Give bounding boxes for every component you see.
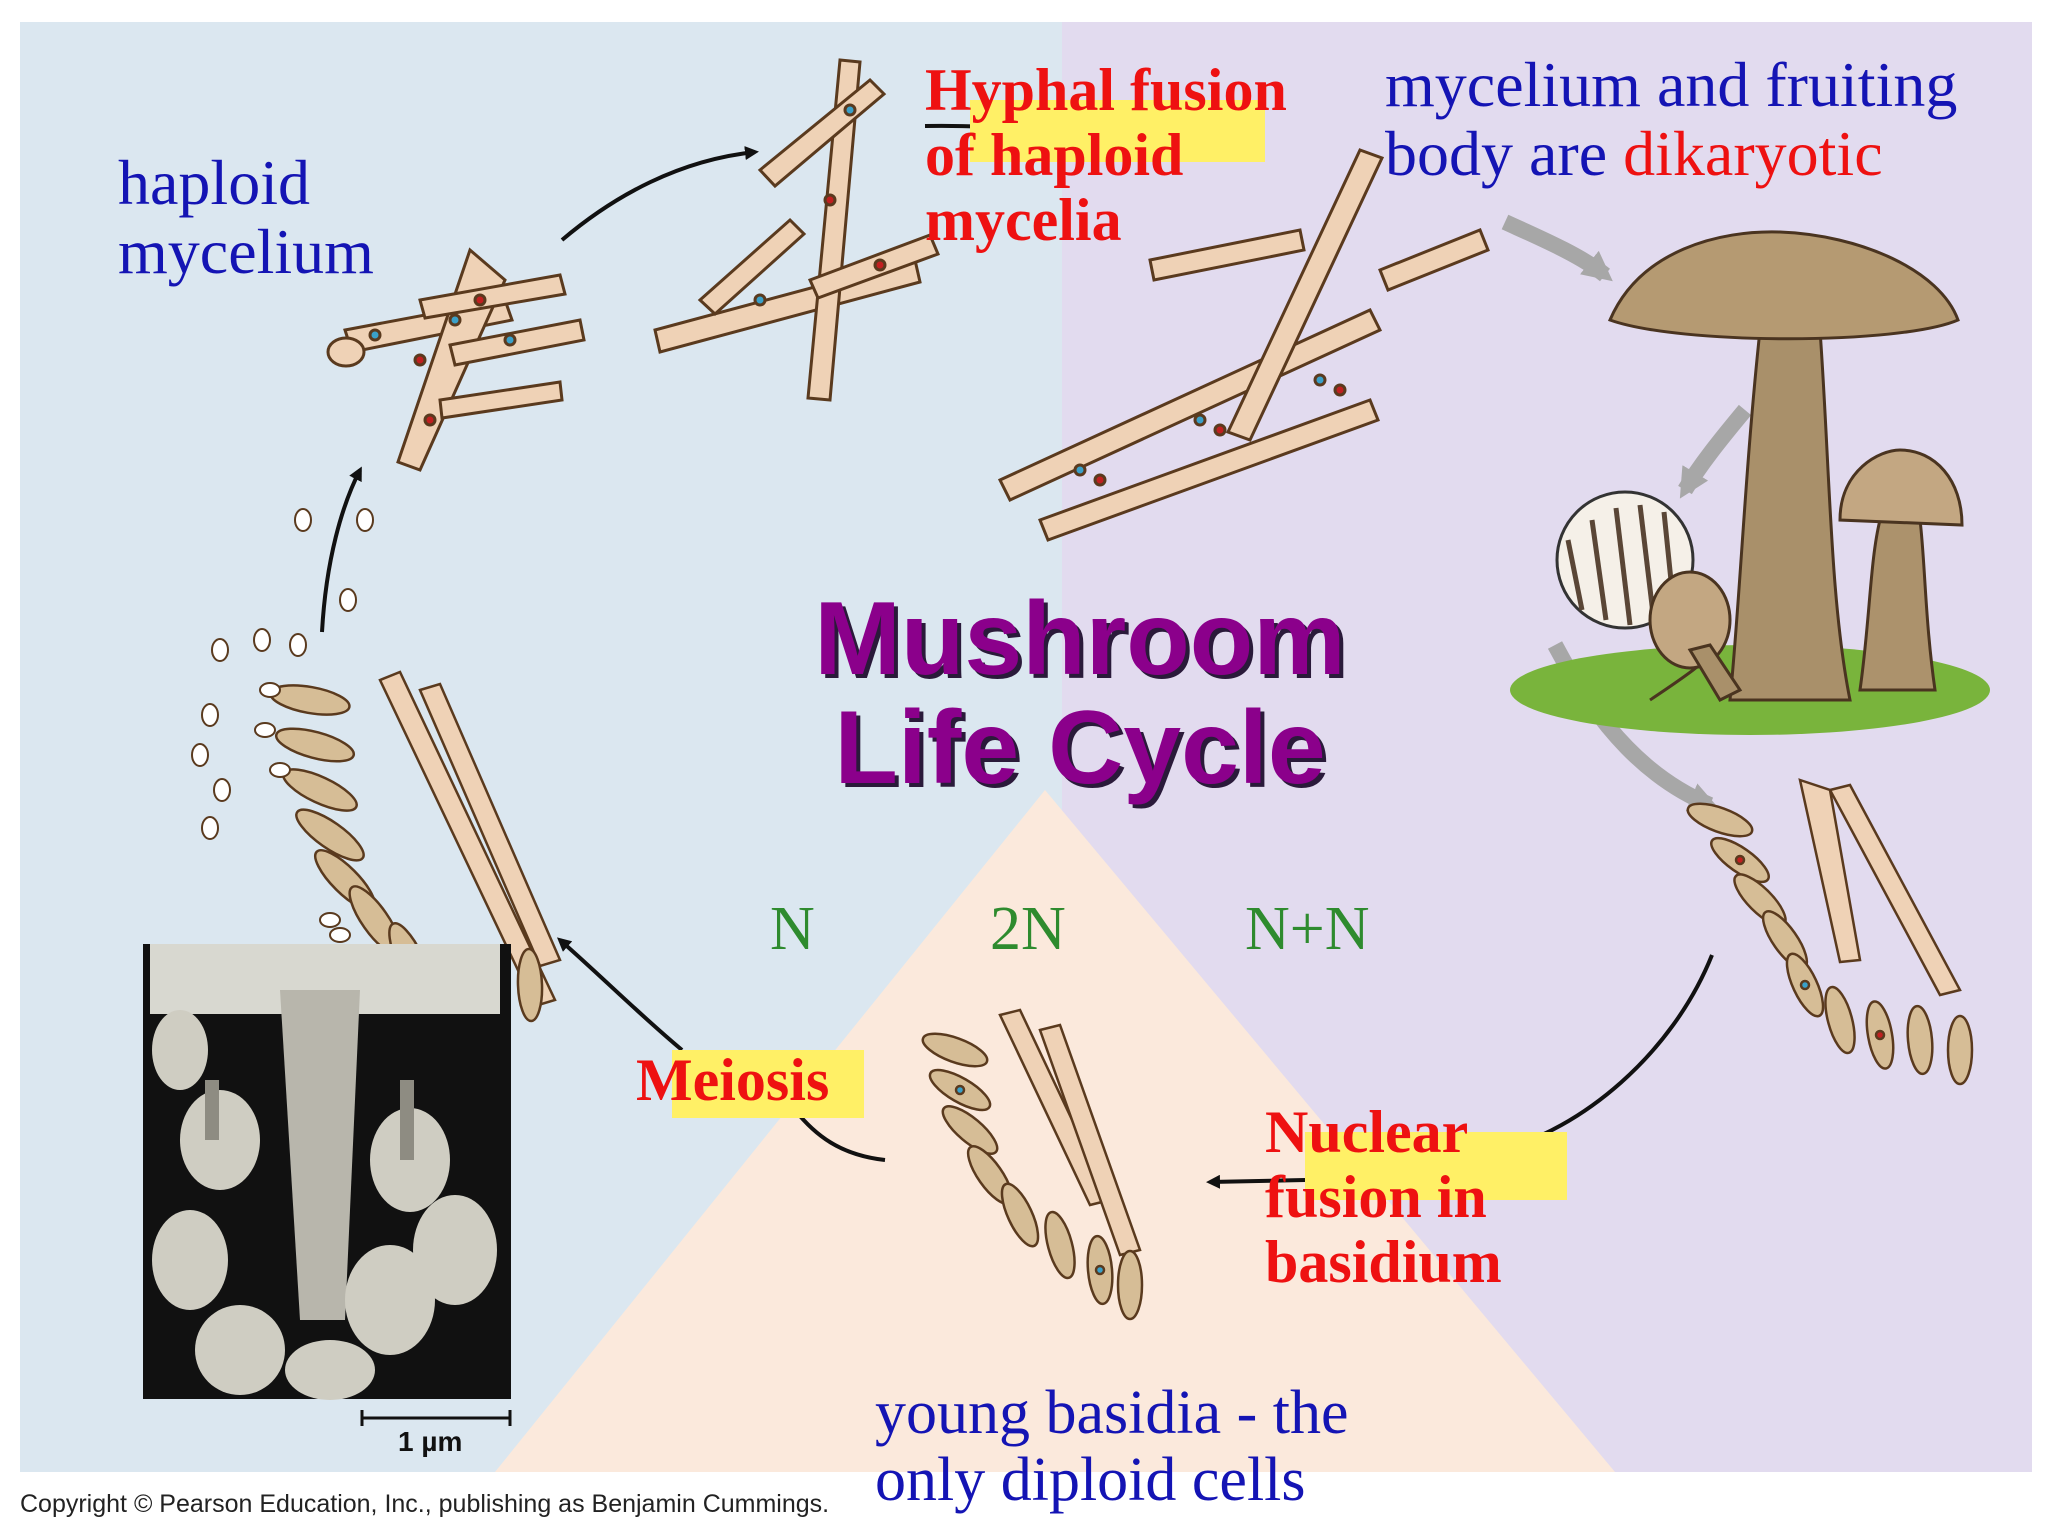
title-line-1: Mushroom — [814, 581, 1346, 697]
spores — [191, 508, 430, 1008]
arrow-spores-to-haploid — [320, 466, 362, 633]
copyright-notice: Copyright © Pearson Education, Inc., pub… — [20, 1490, 830, 1518]
ploidy-n: N — [770, 895, 815, 963]
diploid-basidia — [921, 1008, 1144, 1321]
label-dikaryotic-red: dikaryotic — [1623, 118, 1883, 190]
label-young-basidia: young basidia - the only diploid cells — [875, 1379, 1349, 1514]
highlight-meiosis — [672, 1050, 864, 1118]
ploidy-n-plus-n: N+N — [1245, 895, 1370, 963]
highlight-hyphal-fusion — [970, 100, 1265, 162]
highlight-nuclear — [1305, 1132, 1567, 1200]
label-haploid-mycelium: haploid mycelium — [118, 147, 374, 288]
arrow-haploid-to-fusion — [560, 146, 759, 242]
label-dikaryotic: mycelium and fruiting body are dikaryoti… — [1385, 49, 1958, 190]
title-line-2: Life Cycle — [834, 690, 1326, 807]
micrograph — [143, 944, 511, 1400]
fusing-hyphae — [653, 58, 940, 402]
arrow-nuclear-fusion — [1206, 1174, 1306, 1189]
label-dikaryotic-blue: body are — [1385, 118, 1608, 190]
label-nuclear-fusion: Nuclear fusion in basidium — [1265, 1099, 1502, 1295]
label-hyphal-fusion: Hyphal fusion of haploid mycelia — [925, 57, 1287, 253]
scale-bar-line — [360, 1410, 512, 1426]
scale-bar-label: 1 µm — [398, 1426, 463, 1457]
dikaryotic-hyphae — [997, 148, 1490, 542]
label-meiosis: Meiosis — [636, 1047, 830, 1113]
haploid-hyphae — [326, 247, 586, 472]
arrow-meiosis-to-spores — [556, 937, 684, 1052]
dikaryotic-basidia — [1686, 778, 1974, 1086]
ploidy-2n: 2N — [990, 895, 1066, 963]
mushroom-illustration — [1510, 230, 1990, 735]
diagram-title: Mushroom Life Cycle — [560, 581, 1600, 807]
